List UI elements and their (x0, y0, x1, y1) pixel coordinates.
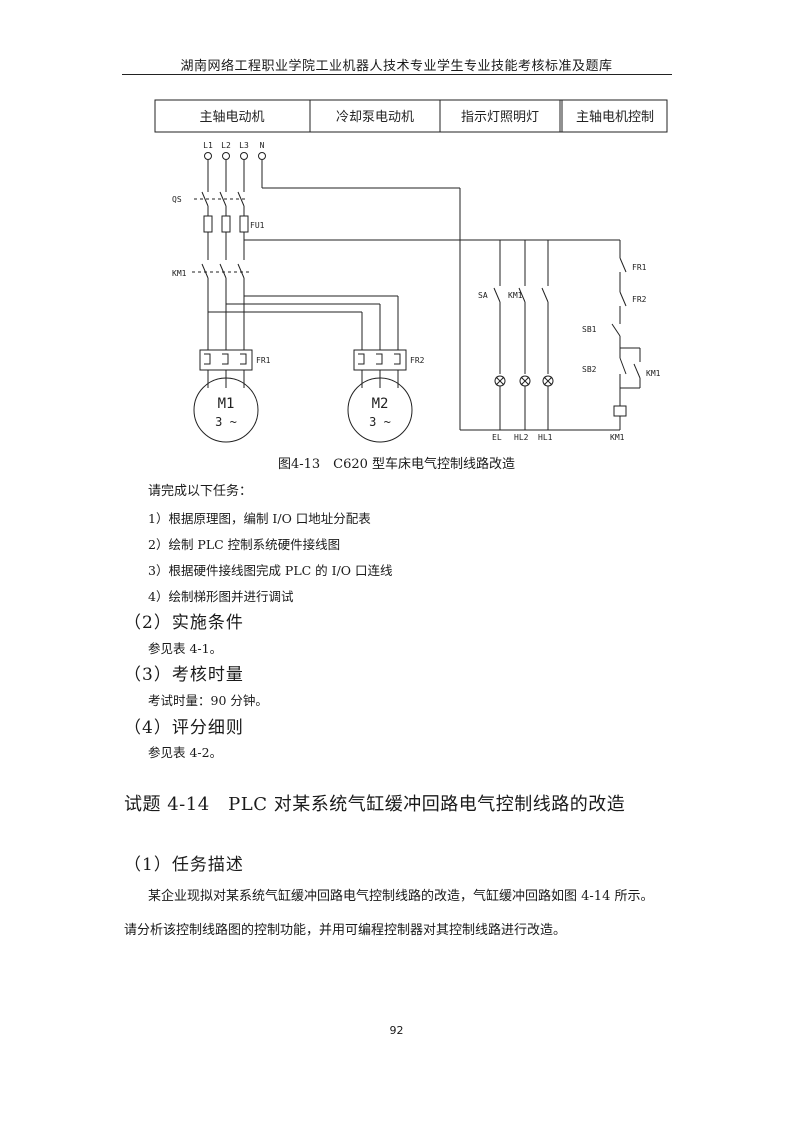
label-l2: L2 (221, 141, 231, 150)
task-description-heading: （1）任务描述 (124, 855, 244, 875)
label-m1-phase: 3 ~ (215, 415, 237, 429)
column-lamps: 指示灯照明灯 (461, 110, 539, 125)
label-m1: M1 (218, 396, 235, 412)
section-body-conditions: 参见表 4-1。 (148, 641, 223, 656)
paragraph-2: 请分析该控制线路图的控制功能，并用可编程控制器对其控制线路进行改造。 (124, 923, 567, 938)
label-l3: L3 (239, 141, 249, 150)
column-coolant-motor: 冷却泵电动机 (336, 110, 414, 125)
label-m2: M2 (372, 396, 389, 412)
label-hl2: HL2 (514, 433, 529, 442)
label-fu1: FU1 (250, 221, 265, 230)
label-l1: L1 (203, 141, 213, 150)
c620-circuit-diagram: 主轴电动机 冷却泵电动机 指示灯照明灯 主轴电机控制 L1 L2 L3 N QS… (154, 99, 668, 443)
section-heading-scoring: （4）评分细则 (124, 718, 244, 738)
task-item: 2）绘制 PLC 控制系统硬件接线图 (148, 537, 341, 552)
column-spindle-control: 主轴电机控制 (576, 110, 654, 125)
figure-caption: 图4-13 C620 型车床电气控制线路改造 (277, 457, 516, 472)
label-fr1-ctrl: FR1 (632, 263, 647, 272)
label-sb1: SB1 (582, 325, 597, 334)
label-fr2: FR2 (410, 356, 425, 365)
section-heading-conditions: （2）实施条件 (124, 613, 244, 633)
label-m2-phase: 3 ~ (369, 415, 391, 429)
task-item: 3）根据硬件接线图完成 PLC 的 I/O 口连线 (148, 563, 393, 578)
label-km1-main: KM1 (172, 269, 187, 278)
label-km1-coil: KM1 (610, 433, 625, 442)
label-sb2: SB2 (582, 365, 597, 374)
page-header-title: 湖南网络工程职业学院工业机器人技术专业学生专业技能考核标准及题库 (180, 59, 613, 74)
label-el: EL (492, 433, 502, 442)
task-item: 4）绘制梯形图并进行调试 (148, 589, 294, 604)
task-intro: 请完成以下任务： (148, 484, 253, 499)
subject-title: 试题 4-14 PLC 对某系统气缸缓冲回路电气控制线路的改造 (124, 794, 626, 815)
label-sa: SA (478, 291, 488, 300)
header-rule (122, 74, 672, 75)
paragraph-1: 某企业现拟对某系统气缸缓冲回路电气控制线路的改造，气缸缓冲回路如图 4-14 所… (148, 889, 654, 904)
section-heading-time: （3）考核时量 (124, 665, 244, 685)
page-number: 92 (389, 1024, 404, 1037)
label-fr2-ctrl: FR2 (632, 295, 647, 304)
section-body-time: 考试时量：90 分钟。 (148, 693, 268, 708)
label-km1-hold: KM1 (646, 369, 661, 378)
label-km1-aux: KM1 (508, 291, 523, 300)
task-item: 1）根据原理图，编制 I/O 口地址分配表 (148, 511, 371, 526)
label-hl1: HL1 (538, 433, 553, 442)
section-body-scoring: 参见表 4-2。 (148, 745, 223, 760)
label-n: N (260, 141, 265, 150)
label-fr1: FR1 (256, 356, 271, 365)
column-spindle-motor: 主轴电动机 (199, 110, 264, 125)
label-qs: QS (172, 195, 182, 204)
